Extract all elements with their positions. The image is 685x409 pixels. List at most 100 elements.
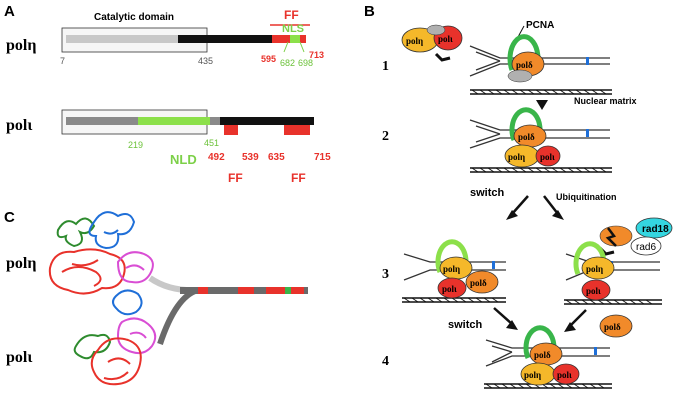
iota-ff2-label: FF <box>291 171 306 185</box>
eta-black-segment <box>178 35 272 43</box>
arrow-ubiq-right-head <box>552 210 564 220</box>
step1-ub-mark <box>434 52 451 62</box>
iota-blue-subdomain <box>112 289 143 316</box>
iota-linker-segment <box>210 117 220 125</box>
eta-nls-label: NLS <box>282 23 304 35</box>
eta-green-subdomain <box>56 217 96 248</box>
iota-nld-segment <box>138 117 210 125</box>
free-poldelta <box>599 314 633 338</box>
eta-pos-7: 7 <box>60 56 65 66</box>
step-1-label: 1 <box>382 59 389 74</box>
panel-c-letter: C <box>4 209 15 226</box>
step4-poldelta-label: polδ <box>534 350 551 360</box>
iota-nld-label: NLD <box>170 152 197 167</box>
rad6-label: rad6 <box>636 242 656 253</box>
iota-red-subdomain <box>90 337 142 386</box>
iota-black-segment <box>220 117 314 125</box>
rad6-blob <box>630 236 662 256</box>
iota-ff1-label: FF <box>228 171 243 185</box>
step1-replication-fork <box>469 45 612 95</box>
ub-ligase-blob <box>599 225 633 247</box>
panel-c-poliota-label: polι <box>6 349 32 366</box>
step2-poliota-label: polι <box>540 152 555 162</box>
eta-grey-segment <box>66 35 178 43</box>
step1-grey-cap <box>426 24 446 36</box>
panel-c-poleta-label: polη <box>6 255 36 272</box>
ub-chain-mark <box>605 227 617 247</box>
arrow-switch-left-head <box>506 210 518 220</box>
iota-pos-492: 492 <box>208 152 225 163</box>
eta-ff-segment <box>272 35 306 43</box>
iota-linker <box>157 287 200 345</box>
switch-label-1: switch <box>470 187 505 199</box>
step1-poldelta-label: polδ <box>516 60 533 70</box>
step3-right-poliota <box>581 279 611 301</box>
panel-c: C polη polι <box>4 209 308 386</box>
cterm-green <box>285 287 291 294</box>
iota-pos-635: 635 <box>268 152 285 163</box>
eta-pos-595: 595 <box>261 54 276 64</box>
nls-ticks <box>283 41 305 53</box>
step3-left-poldelta <box>465 270 499 294</box>
eta-blue-subdomain <box>88 211 136 250</box>
step4-poleta-label: polη <box>524 370 541 380</box>
step-3-label: 3 <box>382 267 389 282</box>
catalytic-domain-label: Catalytic domain <box>94 12 174 23</box>
panel-b: B 1 2 3 4 polη polι PCNA polδ Nuclear ma… <box>364 3 673 389</box>
eta-ff-label: FF <box>284 8 299 22</box>
iota-grey-segment <box>66 117 138 125</box>
iota-pos-451: 451 <box>204 138 219 148</box>
step2-poliota <box>535 145 561 167</box>
step3-right-poliota-label: polι <box>586 286 601 296</box>
panel-a: A polη Catalytic domain FF NLS 7 435 595… <box>4 3 331 185</box>
step-4-label: 4 <box>382 354 389 369</box>
iota-pos-715: 715 <box>314 152 331 163</box>
eta-pos-435: 435 <box>198 56 213 66</box>
panel-a-letter: A <box>4 3 15 20</box>
arrow-step3-right-down <box>569 309 587 327</box>
eta-pos-713: 713 <box>309 50 324 60</box>
rad18-label: rad18 <box>642 224 669 235</box>
iota-green-subdomain <box>73 333 112 360</box>
step2-poleta-label: polη <box>508 152 525 162</box>
ubiquitination-label: Ubiquitination <box>556 192 617 202</box>
free-poldelta-label: polδ <box>604 322 621 332</box>
step3-right-poleta <box>581 256 615 280</box>
iota-pos-219: 219 <box>128 140 143 150</box>
step1-poleta-label: polη <box>406 36 423 46</box>
cterm-red-1 <box>198 287 208 294</box>
step3-left-poleta-label: polη <box>443 264 460 274</box>
eta-pos-682: 682 <box>280 58 295 68</box>
iota-pos-539: 539 <box>242 152 259 163</box>
step2-replication-fork <box>469 119 612 173</box>
arrow-step3-left-down-head <box>506 320 518 330</box>
poliota-label: polι <box>6 117 32 134</box>
step3-left-poldelta-label: polδ <box>470 278 487 288</box>
arrow-ubiq-right <box>543 195 559 215</box>
step1-arrow-down <box>536 100 548 110</box>
eta-magenta-subdomain <box>116 251 154 284</box>
step3-right-fork <box>564 253 662 305</box>
step-2-label: 2 <box>382 129 389 144</box>
cterm-red-2 <box>238 287 254 294</box>
step4-fork <box>484 339 612 389</box>
arrow-switch-left <box>511 195 529 215</box>
step1-grey-sub <box>507 69 533 83</box>
eta-nls-segment <box>290 35 300 43</box>
poleta-label: polη <box>6 37 36 54</box>
eta-red-subdomain <box>48 248 126 295</box>
iota-ff2-box <box>284 125 310 135</box>
step1-poliota-label: polι <box>438 34 453 44</box>
step4-poliota-label: polι <box>557 370 572 380</box>
step3-left-poliota <box>437 277 467 299</box>
eta-pos-698: 698 <box>298 58 313 68</box>
iota-ff1-box <box>224 125 238 135</box>
panel-b-letter: B <box>364 3 375 20</box>
iota-magenta-subdomain <box>116 317 157 355</box>
pcna-label: PCNA <box>526 20 554 31</box>
switch-label-2: switch <box>448 319 483 331</box>
nuclear-matrix-label: Nuclear matrix <box>574 96 637 106</box>
arrow-step3-left-down <box>493 307 513 325</box>
step3-right-poleta-label: polη <box>586 264 603 274</box>
